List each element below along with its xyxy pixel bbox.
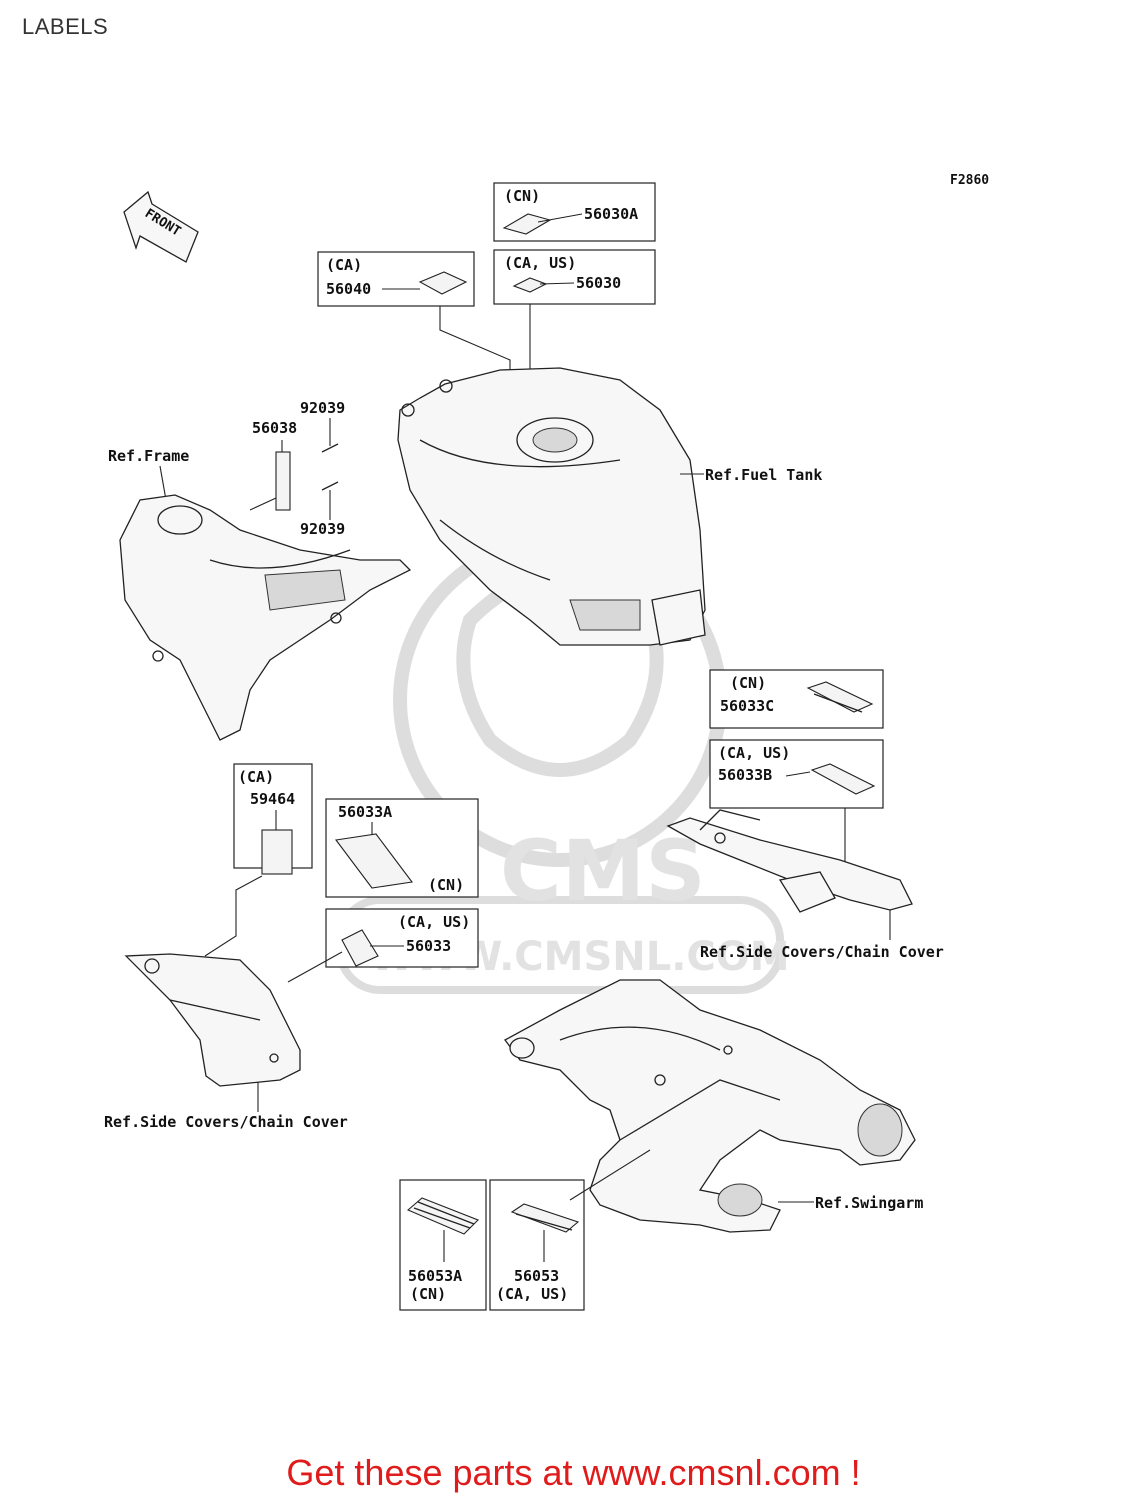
label-box-56030A[interactable]: (CN) 56030A: [493, 182, 656, 242]
label-box-56040[interactable]: (CA) 56040: [317, 251, 475, 307]
label-box-56033A[interactable]: 56033A (CN): [325, 798, 479, 898]
figure-id: F2860: [950, 173, 989, 188]
label-box-56033[interactable]: (CA, US) 56033: [325, 908, 479, 968]
part-56030A: 56030A: [584, 205, 638, 223]
region-cn-56033C: (CN): [730, 674, 766, 692]
leader-56053: [569, 1149, 651, 1201]
part-92039-bottom: 92039: [300, 520, 345, 538]
label-box-56053[interactable]: 56053 (CA, US): [489, 1179, 585, 1311]
leader-59464: [204, 875, 263, 957]
part-56030: 56030: [576, 274, 621, 292]
part-56053A: 56053A: [408, 1267, 462, 1285]
swingarm: [504, 979, 916, 1233]
part-59464: 59464: [250, 790, 295, 808]
part-56040: 56040: [326, 280, 371, 298]
region-ca-us-56053: (CA, US): [496, 1285, 568, 1303]
ref-side-covers-left: Ref.Side Covers/Chain Cover: [104, 1113, 348, 1131]
region-ca-us-56030: (CA, US): [504, 254, 576, 272]
region-cn-56053A: (CN): [410, 1285, 446, 1303]
part-56038: 56038: [252, 419, 297, 437]
side-cover-left: [124, 953, 301, 1087]
leader-56033: [287, 951, 343, 983]
chain-cover-right: [666, 809, 913, 913]
region-cn-56033A: (CN): [428, 876, 464, 894]
front-arrow-icon: FRONT: [123, 190, 199, 263]
ref-fuel-tank: Ref.Fuel Tank: [705, 466, 822, 484]
fuel-tank: [397, 367, 706, 646]
region-cn-56030A: (CN): [504, 187, 540, 205]
region-ca-59464: (CA): [238, 768, 274, 786]
page-title: LABELS: [22, 14, 109, 39]
leader-frame: [159, 465, 167, 501]
label-box-56053A[interactable]: 56053A (CN): [399, 1179, 487, 1311]
bolt-92039-top: [321, 443, 339, 453]
parts-diagram: CMS WWW.CMSNL.COM F2860 FRONT (CN) 56030…: [104, 173, 989, 1311]
part-56033C: 56033C: [720, 697, 774, 715]
footer-cta-link[interactable]: Get these parts at www.cmsnl.com !: [286, 1452, 861, 1493]
region-ca-us-56033: (CA, US): [398, 913, 470, 931]
ref-swingarm: Ref.Swingarm: [815, 1194, 923, 1212]
sticker-56038: [275, 451, 291, 511]
ref-frame: Ref.Frame: [108, 447, 189, 465]
part-56053: 56053: [514, 1267, 559, 1285]
part-56033: 56033: [406, 937, 451, 955]
frame-part: [119, 494, 412, 741]
bolt-92039-bottom: [321, 481, 339, 491]
part-56033B: 56033B: [718, 766, 772, 784]
label-box-56033B[interactable]: (CA, US) 56033B: [709, 739, 884, 809]
region-ca-us-56033B: (CA, US): [718, 744, 790, 762]
label-box-56033C[interactable]: (CN) 56033C: [709, 669, 884, 729]
leader-56038-frame: [249, 497, 277, 511]
region-ca-56040: (CA): [326, 256, 362, 274]
label-box-56030[interactable]: (CA, US) 56030: [493, 249, 656, 305]
part-56033A: 56033A: [338, 803, 392, 821]
watermark-brand: CMS: [500, 822, 706, 920]
part-92039-top: 92039: [300, 399, 345, 417]
label-box-59464[interactable]: (CA) 59464: [233, 763, 313, 875]
ref-side-covers-right: Ref.Side Covers/Chain Cover: [700, 943, 944, 961]
